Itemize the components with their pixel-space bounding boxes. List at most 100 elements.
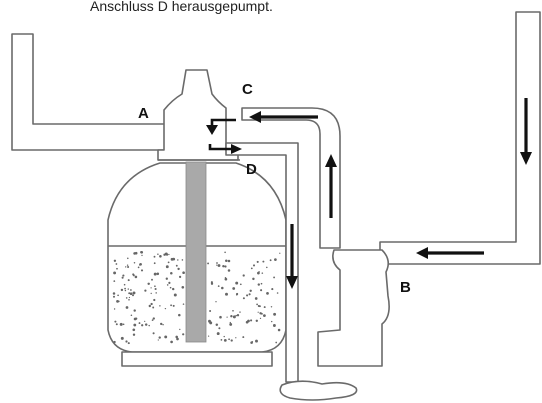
sand-speck bbox=[207, 262, 210, 265]
sand-speck bbox=[113, 340, 116, 344]
sand-speck bbox=[216, 262, 218, 264]
sand-speck bbox=[245, 320, 249, 324]
sand-speck bbox=[168, 281, 171, 284]
sand-speck bbox=[270, 306, 273, 308]
label-a: A bbox=[138, 105, 149, 122]
sand-speck bbox=[133, 309, 136, 312]
sand-speck bbox=[144, 323, 148, 326]
sand-speck bbox=[242, 336, 245, 339]
sand-speck bbox=[249, 289, 252, 292]
sand-speck bbox=[165, 265, 169, 269]
waste-puddle bbox=[279, 380, 358, 401]
sand-speck bbox=[132, 294, 134, 297]
sand-speck bbox=[229, 321, 231, 324]
sand-speck bbox=[182, 271, 185, 275]
sand-speck bbox=[151, 278, 153, 281]
sand-speck bbox=[153, 262, 156, 265]
sand-speck bbox=[144, 320, 146, 323]
sand-speck bbox=[259, 317, 262, 320]
sand-speck bbox=[263, 306, 266, 309]
sand-speck bbox=[164, 335, 168, 339]
sand-speck bbox=[137, 266, 140, 269]
sand-speck bbox=[271, 320, 273, 323]
sand-speck bbox=[260, 289, 263, 292]
sand-speck bbox=[153, 298, 156, 302]
sand-speck bbox=[126, 264, 129, 266]
sand-speck bbox=[207, 335, 210, 337]
sand-speck bbox=[178, 313, 181, 317]
sand-speck bbox=[179, 328, 181, 331]
sand-speck bbox=[239, 311, 241, 313]
sand-speck bbox=[116, 300, 119, 303]
sand-speck bbox=[176, 337, 179, 341]
sand-speck bbox=[273, 312, 277, 316]
sand-speck bbox=[271, 288, 274, 291]
sand-speck bbox=[225, 292, 228, 296]
label-d: D bbox=[246, 161, 257, 178]
sand-speck bbox=[175, 335, 178, 339]
filter-tank-base bbox=[121, 351, 273, 367]
sand-speck bbox=[217, 285, 220, 287]
sand-speck bbox=[235, 281, 239, 285]
sand-speck bbox=[151, 319, 154, 321]
sand-speck bbox=[158, 336, 161, 339]
sand-speck bbox=[125, 266, 127, 268]
sand-speck bbox=[274, 258, 277, 261]
sand-speck bbox=[117, 294, 119, 297]
sand-speck bbox=[218, 327, 221, 330]
sand-speck bbox=[224, 251, 226, 254]
sand-speck bbox=[279, 252, 281, 254]
pump bbox=[317, 249, 390, 367]
sand-speck bbox=[259, 312, 262, 315]
sand-speck bbox=[159, 255, 162, 258]
sand-speck bbox=[140, 250, 144, 254]
sand-speck bbox=[154, 287, 157, 291]
sand-speck bbox=[150, 287, 152, 289]
sand-speck bbox=[150, 292, 152, 295]
sand-speck bbox=[114, 320, 117, 323]
sand-speck bbox=[216, 264, 218, 266]
sand-speck bbox=[225, 259, 228, 263]
sand-speck bbox=[257, 311, 259, 313]
sand-speck bbox=[113, 280, 116, 282]
sand-speck bbox=[277, 328, 281, 332]
sand-speck bbox=[215, 301, 217, 303]
sand-speck bbox=[117, 300, 120, 303]
sand-speck bbox=[120, 336, 124, 340]
sand-speck bbox=[133, 252, 136, 255]
sand-speck bbox=[127, 279, 130, 282]
sand-speck bbox=[178, 275, 182, 279]
sand-speck bbox=[113, 271, 117, 275]
sand-speck bbox=[124, 287, 126, 290]
sand-speck bbox=[127, 342, 130, 345]
sand-speck bbox=[232, 309, 234, 312]
sand-speck bbox=[116, 267, 118, 270]
sand-speck bbox=[166, 284, 169, 286]
standpipe bbox=[185, 161, 207, 343]
sand-speck bbox=[133, 323, 137, 327]
sand-speck bbox=[208, 319, 211, 323]
sand-speck bbox=[133, 262, 136, 264]
sand-speck bbox=[127, 257, 129, 260]
sand-speck bbox=[160, 322, 163, 326]
sand-speck bbox=[164, 307, 167, 310]
sand-speck bbox=[121, 276, 124, 279]
sand-speck bbox=[168, 253, 170, 256]
sand-speck bbox=[252, 264, 256, 267]
sand-speck bbox=[112, 295, 116, 298]
flow-arrow-into-valve-c bbox=[249, 111, 318, 123]
sand-speck bbox=[119, 322, 123, 326]
flow-arrow-into-pump bbox=[416, 247, 484, 259]
sand-speck bbox=[129, 292, 133, 295]
sand-speck bbox=[276, 292, 279, 294]
sand-speck bbox=[250, 319, 253, 322]
sand-speck bbox=[215, 323, 219, 326]
sand-speck bbox=[239, 283, 242, 286]
sand-speck bbox=[154, 273, 157, 276]
sand-speck bbox=[165, 277, 168, 280]
sand-speck bbox=[154, 285, 156, 288]
sand-speck bbox=[232, 287, 236, 290]
sand-speck bbox=[157, 339, 159, 341]
sand-speck bbox=[122, 323, 125, 326]
sand-speck bbox=[166, 253, 169, 256]
